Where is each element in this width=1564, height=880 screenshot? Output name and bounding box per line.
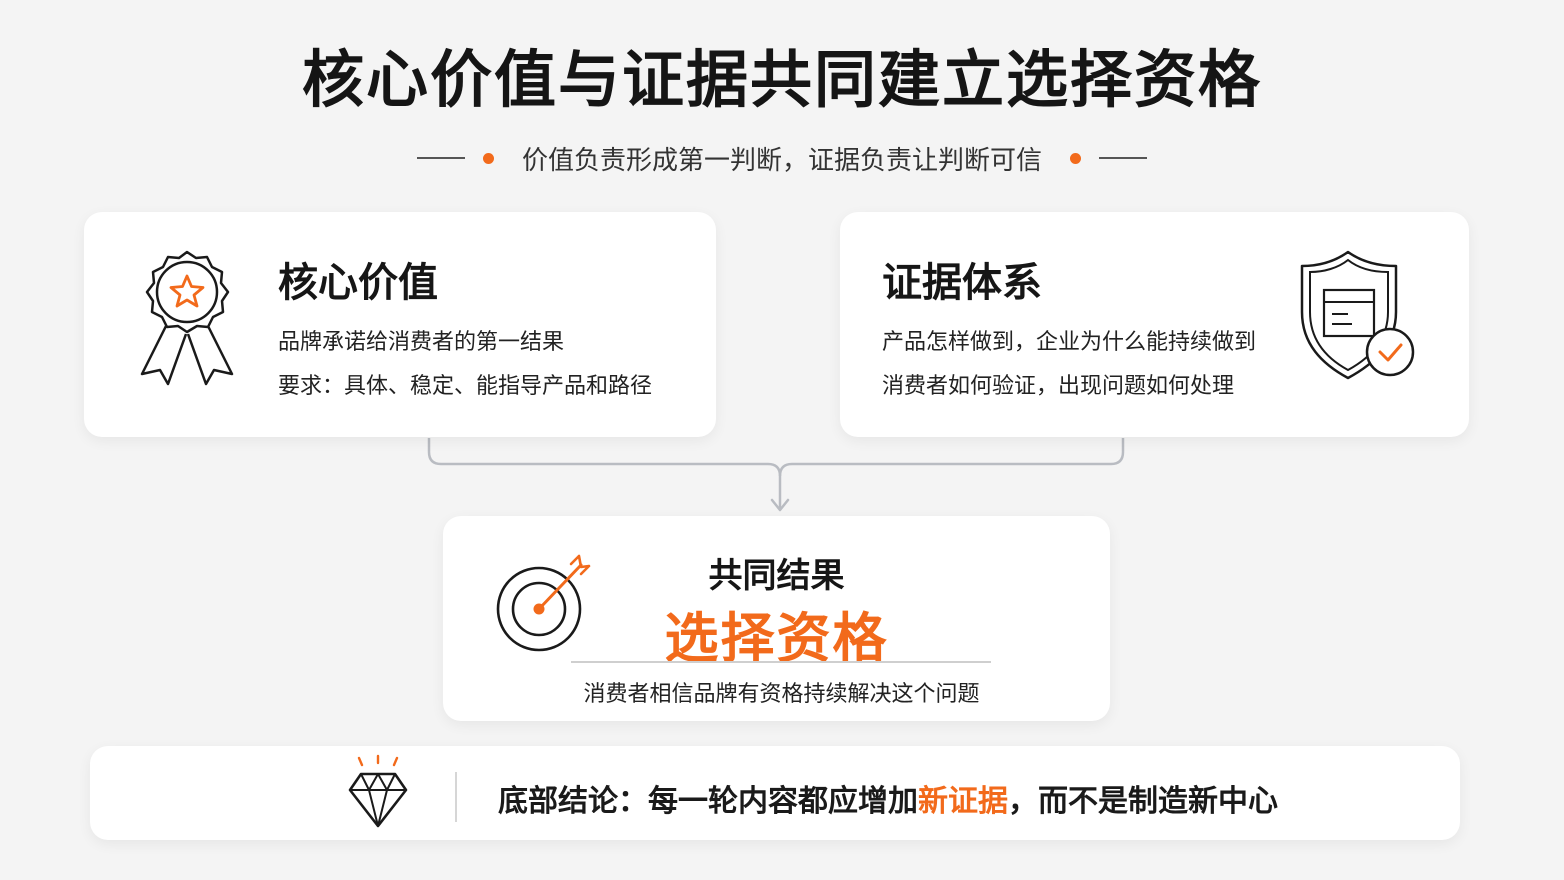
shared-result-description: 消费者相信品牌有资格持续解决这个问题	[583, 682, 980, 707]
diamond-icon	[348, 754, 408, 828]
conclusion-bar: 底部结论：每一轮内容都应增加新证据，而不是制造新中心	[90, 746, 1460, 840]
award-ribbon-icon	[140, 250, 234, 386]
shield-check-icon	[1300, 250, 1415, 380]
evidence-system-title: 证据体系	[882, 260, 1042, 306]
target-arrow-icon	[496, 554, 591, 652]
core-value-line-1: 品牌承诺给消费者的第一结果	[278, 330, 565, 355]
evidence-line-1: 产品怎样做到，企业为什么能持续做到	[882, 330, 1257, 355]
conclusion-suffix: ，而不是制造新中心	[1008, 784, 1278, 819]
subtitle-left-dot	[482, 152, 494, 164]
evidence-line-2: 消费者如何验证，出现问题如何处理	[882, 374, 1235, 399]
subtitle-left-rule	[416, 157, 465, 159]
page-title: 核心价值与证据共同建立选择资格	[301, 43, 1262, 116]
conclusion-divider	[455, 772, 457, 822]
subtitle-row: 价值负责形成第一判断，证据负责让判断可信	[0, 138, 1564, 178]
conclusion-prefix: 底部结论：每一轮内容都应增加	[498, 784, 918, 819]
shared-result-headline: 选择资格	[664, 607, 889, 670]
core-value-title: 核心价值	[278, 260, 438, 306]
evidence-system-card: 证据体系 产品怎样做到，企业为什么能持续做到 消费者如何验证，出现问题如何处理	[840, 212, 1469, 437]
subtitle-right-dot	[1070, 152, 1081, 164]
shared-result-label: 共同结果	[708, 556, 845, 596]
page-subtitle: 价值负责形成第一判断，证据负责让判断可信	[521, 145, 1042, 176]
conclusion-text: 底部结论：每一轮内容都应增加新证据，而不是制造新中心	[498, 776, 1278, 820]
subtitle-right-rule	[1099, 157, 1147, 159]
shared-result-card: 共同结果 选择资格 消费者相信品牌有资格持续解决这个问题	[443, 516, 1110, 721]
core-value-card: 核心价值 品牌承诺给消费者的第一结果 要求：具体、稳定、能指导产品和路径	[84, 212, 716, 437]
conclusion-highlight: 新证据	[918, 784, 1008, 819]
shared-result-divider	[571, 661, 991, 663]
core-value-line-2: 要求：具体、稳定、能指导产品和路径	[278, 374, 653, 399]
